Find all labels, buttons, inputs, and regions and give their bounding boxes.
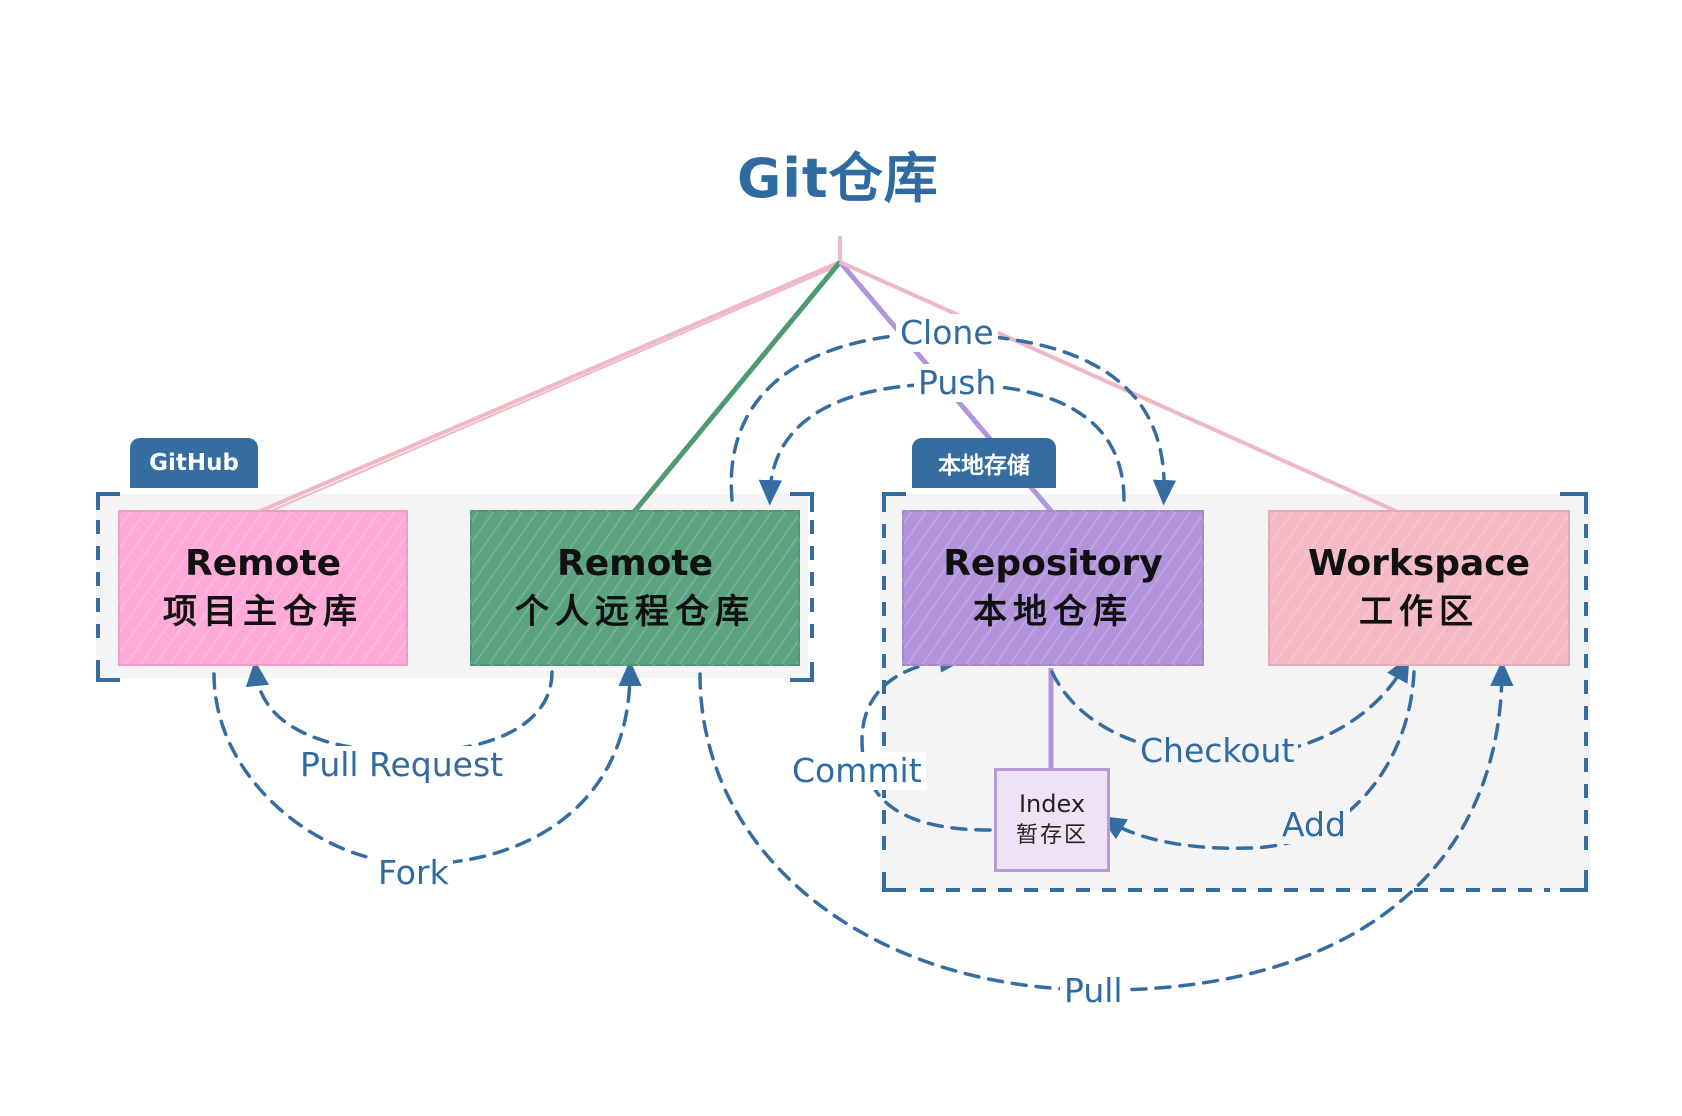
github-tag: GitHub [130,438,258,488]
commit-arrow [860,649,992,832]
origin-remote-node: Remote 个人远程仓库 [470,510,800,666]
github-group-border [96,492,814,682]
index-node: Index 暂存区 [994,768,1110,872]
pull-label: Pull [1060,972,1127,1010]
add-label: Add [1278,806,1350,844]
repository-label: Repository [943,543,1163,584]
add-arrow [1099,670,1416,851]
repository-node: Repository 本地仓库 [902,510,1204,666]
origin-remote-sublabel: 个人远程仓库 [515,592,755,632]
diagram-title: Git仓库 [737,147,939,210]
clone-label: Clone [896,314,998,352]
link-to-origin [632,260,842,514]
workspace-label: Workspace [1307,543,1531,584]
pull-request-arrow [245,660,554,754]
link-to-workspace [839,260,1399,514]
upstream-remote-sublabel: 项目主仓库 [163,592,363,632]
index-sublabel: 暂存区 [1015,823,1088,848]
upstream-remote-node: Remote 项目主仓库 [118,510,408,666]
push-label: Push [914,364,1001,402]
origin-remote-label: Remote [556,543,713,584]
local-storage-tag: 本地存储 [912,438,1056,488]
link-to-upstream [257,260,841,514]
pull-request-label: Pull Request [296,746,508,784]
workspace-sublabel: 工作区 [1359,592,1479,632]
index-label: Index [1018,790,1086,818]
local-group-border [882,492,1588,892]
fork-label: Fork [374,854,453,892]
workspace-node: Workspace 工作区 [1268,510,1570,666]
commit-label: Commit [788,752,926,790]
upstream-remote-label: Remote [184,543,341,584]
link-to-upstream-sketch [263,265,839,515]
checkout-label: Checkout [1136,732,1299,770]
repository-sublabel: 本地仓库 [973,592,1133,632]
